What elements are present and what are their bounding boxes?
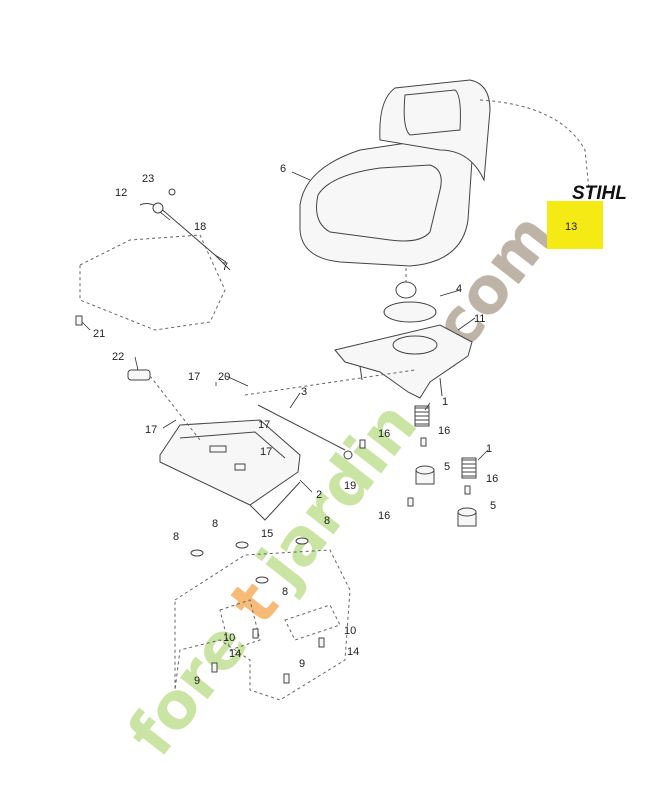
label-part-15: 15 (261, 528, 273, 540)
label-part-1-upper: 1 (442, 396, 448, 408)
label-part-21: 21 (93, 328, 105, 340)
label-part-5-upper: 5 (444, 461, 450, 473)
label-part-12: 12 (115, 187, 127, 199)
svg-text:fore: fore (114, 609, 263, 770)
chassis-bolts (211, 628, 325, 684)
label-part-11: 11 (474, 313, 485, 325)
adjuster-frame (159, 419, 301, 521)
label-part-17-mid: 17 (258, 419, 270, 431)
watermark: fore t jardin .com (114, 200, 569, 770)
leader-lines (81, 171, 489, 493)
washers (190, 537, 309, 584)
spring-upper (414, 405, 430, 427)
label-part-17-left: 17 (145, 424, 157, 436)
label-part-4: 4 (456, 283, 462, 295)
label-part-19: 19 (344, 480, 356, 492)
label-part-16-a: 16 (378, 428, 390, 440)
seat-rail-assembly (75, 188, 231, 331)
label-part-5-lower: 5 (490, 500, 496, 512)
part-labels: 6 23 12 18 7 21 4 11 22 17 20 3 1 17 17 … (93, 163, 498, 687)
label-part-14-a: 14 (229, 648, 241, 660)
label-part-9-b: 9 (299, 658, 305, 670)
label-part-16-c: 16 (486, 473, 498, 485)
label-part-16-d: 16 (378, 510, 390, 522)
label-part-17-lower: 17 (260, 446, 272, 458)
label-part-14-b: 14 (347, 646, 359, 658)
label-part-10-a: 10 (223, 632, 235, 644)
stihl-logo: STIHL (572, 183, 627, 204)
label-part-16-b: 16 (438, 425, 450, 437)
label-part-8-b: 8 (324, 515, 330, 527)
svg-text:jardin: jardin (242, 389, 431, 602)
callout-number: 13 (565, 221, 577, 233)
label-part-10-b: 10 (344, 625, 356, 637)
seat-mount-cup (383, 268, 437, 323)
label-part-8-d: 8 (282, 586, 288, 598)
label-part-8-a: 8 (212, 518, 218, 530)
label-part-1-lower: 1 (486, 443, 492, 455)
bushing-lower (457, 507, 477, 527)
label-part-23: 23 (142, 173, 154, 185)
label-part-22: 22 (112, 351, 124, 363)
bushing-upper (415, 465, 435, 485)
label-part-18: 18 (194, 221, 206, 233)
adjuster-lever (127, 369, 201, 441)
label-part-9-a: 9 (194, 675, 200, 687)
label-part-3: 3 (301, 386, 307, 398)
label-part-20: 20 (218, 371, 230, 383)
seat-base-plate (334, 324, 473, 399)
bolts (359, 437, 471, 507)
seat (299, 79, 591, 267)
mower-chassis (174, 549, 351, 701)
label-part-17-top-left: 17 (188, 371, 200, 383)
callout-highlight-box (547, 201, 603, 249)
label-part-7: 7 (222, 261, 228, 273)
label-part-8-c: 8 (173, 531, 179, 543)
pivot-rod (244, 369, 416, 460)
spring-lower (461, 457, 477, 479)
label-part-2: 2 (316, 489, 322, 501)
label-part-6: 6 (280, 163, 286, 175)
